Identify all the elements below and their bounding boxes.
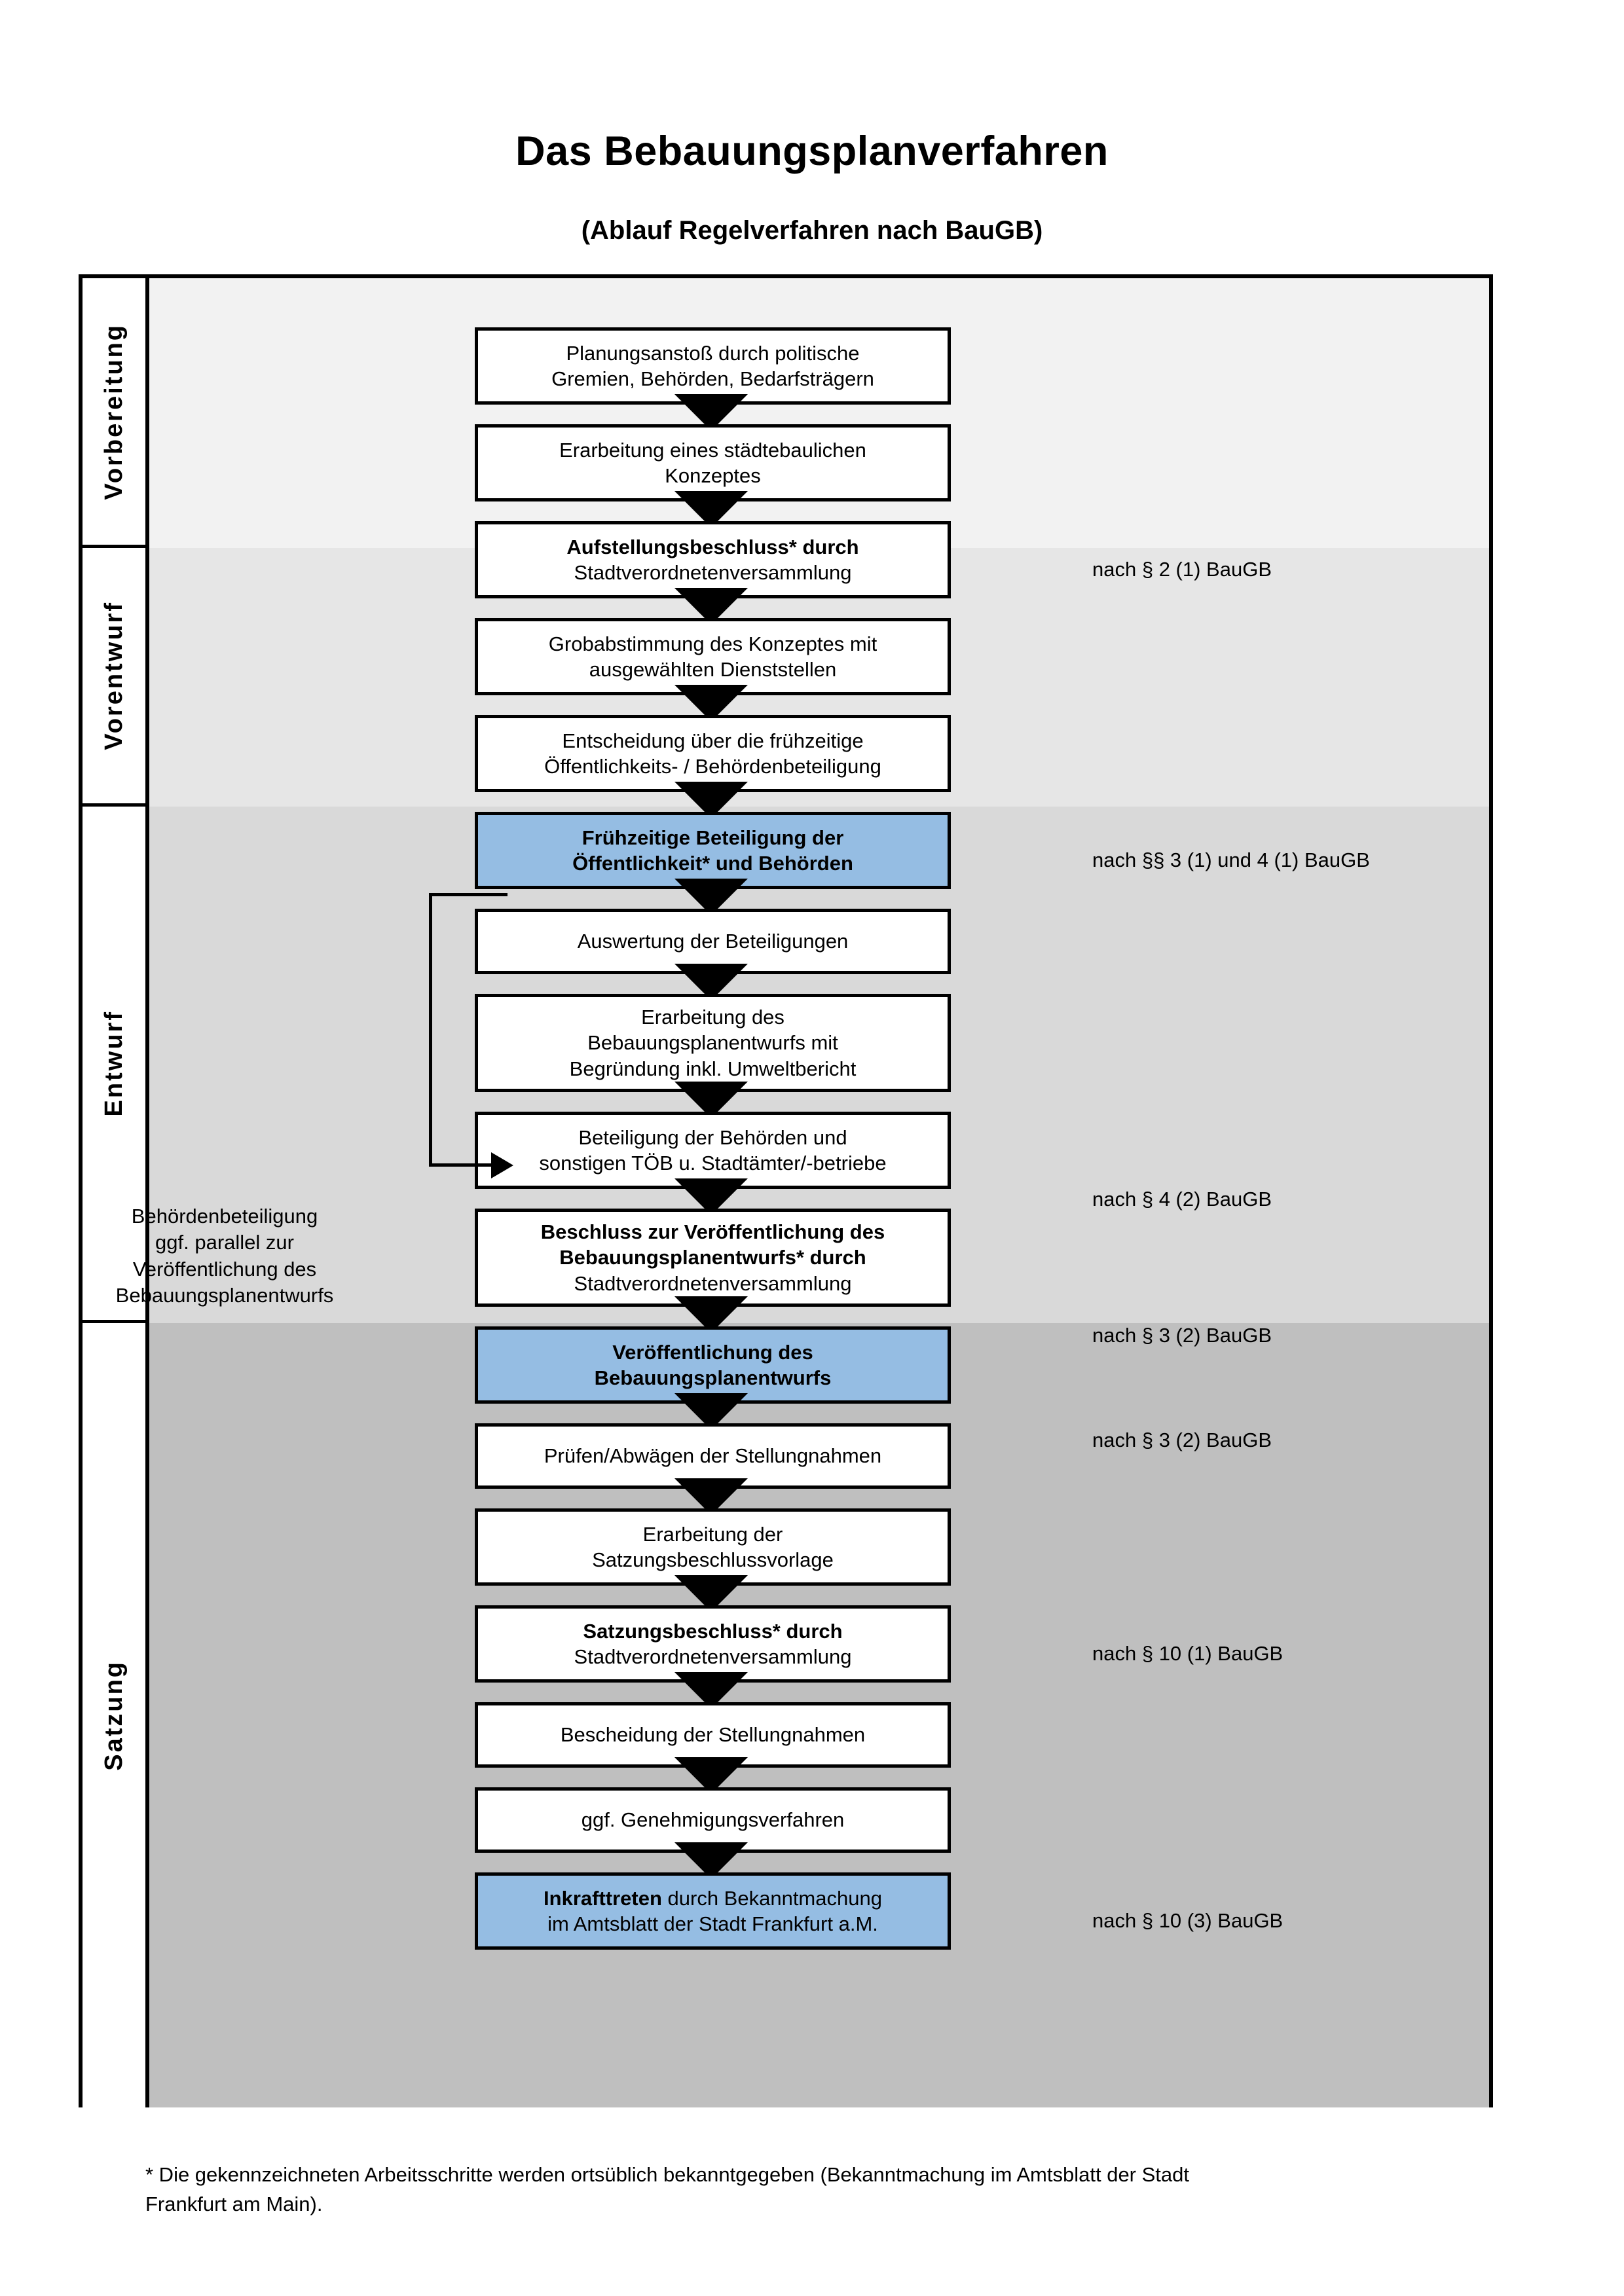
legal-ref-par2-1: nach § 2 (1) BauGB <box>1092 558 1272 581</box>
legal-ref-par10-1: nach § 10 (1) BauGB <box>1092 1642 1283 1665</box>
step-staedtebauliches-konzept[interactable]: Erarbeitung eines städtebaulichen Konzep… <box>475 424 951 501</box>
step-line: Stadtverordnetenversammlung <box>574 1645 852 1668</box>
step-line: sonstigen TÖB u. Stadtämter/-betriebe <box>539 1152 887 1175</box>
step-beteiligung-behoerden-toeb[interactable]: Beteiligung der Behörden und sonstigen T… <box>475 1112 951 1189</box>
side-note-line: Veröffentlichung des <box>132 1257 317 1281</box>
step-line: Planungsanstoß durch politische <box>566 341 860 365</box>
step-line: Öffentlichkeits- / Behördenbeteiligung <box>544 755 881 778</box>
step-line: Grobabstimmung des Konzeptes mit <box>548 632 877 655</box>
page-subtitle: (Ablauf Regelverfahren nach BauGB) <box>581 216 1043 245</box>
step-line: ausgewählten Dienststellen <box>589 658 837 681</box>
phase-column-divider <box>145 278 149 2104</box>
step-line: Satzungsbeschlussvorlage <box>592 1548 834 1571</box>
step-line: Gremien, Behörden, Bedarfsträgern <box>551 367 874 390</box>
side-note-line: Behördenbeteiligung <box>131 1205 318 1228</box>
legal-ref-par10-3: nach § 10 (3) BauGB <box>1092 1909 1283 1932</box>
footnote-line: * Die gekennzeichneten Arbeitsschritte w… <box>145 2163 1190 2186</box>
step-line: Bebauungsplanentwurfs <box>594 1366 832 1389</box>
phase-label-text: Vorentwurf <box>100 601 128 750</box>
step-line: ggf. Genehmigungsverfahren <box>581 1808 845 1832</box>
step-aufstellungsbeschluss[interactable]: Aufstellungsbeschluss* durch Stadtverord… <box>475 521 951 598</box>
step-line: Erarbeitung eines städtebaulichen <box>559 438 866 462</box>
step-line: Erarbeitung der <box>642 1522 783 1546</box>
step-line: Satzungsbeschluss* durch <box>583 1619 843 1643</box>
step-line: Konzeptes <box>665 464 761 487</box>
step-line: Inkrafttreten durch Bekanntmachung <box>544 1886 882 1910</box>
step-line: Stadtverordnetenversammlung <box>574 1271 852 1295</box>
step-erarbeitung-bebauungsplanentwurf[interactable]: Erarbeitung des Bebauungsplanentwurfs mi… <box>475 994 951 1092</box>
step-line: Auswertung der Beteiligungen <box>577 930 849 953</box>
step-veroeffentlichung-bebauungsplanentwurf[interactable]: Veröffentlichung des Bebauungsplanentwur… <box>475 1326 951 1404</box>
step-line: Beschluss zur Veröffentlichung des <box>540 1220 885 1244</box>
step-planungsanstoss[interactable]: Planungsanstoß durch politische Gremien,… <box>475 327 951 405</box>
step-beschluss-veroeffentlichung[interactable]: Beschluss zur Veröffentlichung des Bebau… <box>475 1209 951 1307</box>
phase-label-satzung: Satzung <box>83 1323 145 2107</box>
step-line: Veröffentlichung des <box>612 1340 813 1364</box>
step-grobabstimmung[interactable]: Grobabstimmung des Konzeptes mit ausgewä… <box>475 618 951 695</box>
side-note-behoerdenbeteiligung: Behördenbeteiligung ggf. parallel zur Ve… <box>97 1203 352 1309</box>
legal-ref-par3-1-4-1: nach §§ 3 (1) und 4 (1) BauGB <box>1092 848 1370 871</box>
page-title: Das Bebauungsplanverfahren <box>515 128 1109 174</box>
phase-band-vorbereitung <box>149 278 1489 548</box>
legal-ref-par3-2-b: nach § 3 (2) BauGB <box>1092 1429 1272 1451</box>
connector-bottom-segment <box>429 1163 494 1167</box>
phase-label-text: Satzung <box>100 1660 128 1771</box>
step-line: Stadtverordnetenversammlung <box>574 561 852 584</box>
step-line: Erarbeitung des <box>641 1006 784 1029</box>
connector-top-segment <box>429 893 507 896</box>
connector-vertical-segment <box>429 893 432 1167</box>
phase-label-text: Vorbereitung <box>100 323 128 500</box>
side-note-line: ggf. parallel zur <box>155 1231 294 1254</box>
step-inkrafttreten[interactable]: Inkrafttreten durch Bekanntmachung im Am… <box>475 1872 951 1950</box>
footnote: * Die gekennzeichneten Arbeitsschritte w… <box>145 2160 1494 2219</box>
phase-label-entwurf: Entwurf <box>83 807 145 1323</box>
step-line: Prüfen/Abwägen der Stellungnahmen <box>544 1444 882 1468</box>
step-auswertung-beteiligungen[interactable]: Auswertung der Beteiligungen <box>475 909 951 974</box>
step-line: Begründung inkl. Umweltbericht <box>569 1057 857 1080</box>
step-erarbeitung-satzungsbeschlussvorlage[interactable]: Erarbeitung der Satzungsbeschlussvorlage <box>475 1508 951 1586</box>
step-entscheidung-fruehzeitige-beteiligung[interactable]: Entscheidung über die frühzeitige Öffent… <box>475 715 951 792</box>
phase-label-text: Entwurf <box>100 1010 128 1117</box>
step-satzungsbeschluss[interactable]: Satzungsbeschluss* durch Stadtverordnete… <box>475 1605 951 1683</box>
phase-label-vorentwurf: Vorentwurf <box>83 548 145 807</box>
connector-arrowhead-icon <box>491 1152 513 1178</box>
side-note-line: Bebauungsplanentwurfs <box>115 1283 334 1307</box>
step-bescheidung-stellungnahmen[interactable]: Bescheidung der Stellungnahmen <box>475 1702 951 1768</box>
phase-label-vorbereitung: Vorbereitung <box>83 278 145 548</box>
step-pruefen-abwaegen[interactable]: Prüfen/Abwägen der Stellungnahmen <box>475 1423 951 1489</box>
legal-ref-par3-2-a: nach § 3 (2) BauGB <box>1092 1324 1272 1347</box>
footnote-line: Frankfurt am Main). <box>145 2192 323 2215</box>
step-line: Frühzeitige Beteiligung der <box>581 826 844 849</box>
step-line: Öffentlichkeit* und Behörden <box>572 852 853 875</box>
step-line: im Amtsblatt der Stadt Frankfurt a.M. <box>547 1912 878 1935</box>
step-line: Entscheidung über die frühzeitige <box>562 729 864 752</box>
step-line: Bescheidung der Stellungnahmen <box>560 1723 866 1747</box>
step-line: Bebauungsplanentwurfs* durch <box>559 1246 866 1269</box>
legal-ref-par4-2: nach § 4 (2) BauGB <box>1092 1188 1272 1211</box>
step-fruehzeitige-beteiligung[interactable]: Frühzeitige Beteiligung der Öffentlichke… <box>475 812 951 889</box>
step-line: Beteiligung der Behörden und <box>578 1125 847 1149</box>
step-line: Aufstellungsbeschluss* durch <box>566 535 859 558</box>
step-line: Bebauungsplanentwurfs mit <box>587 1031 838 1055</box>
